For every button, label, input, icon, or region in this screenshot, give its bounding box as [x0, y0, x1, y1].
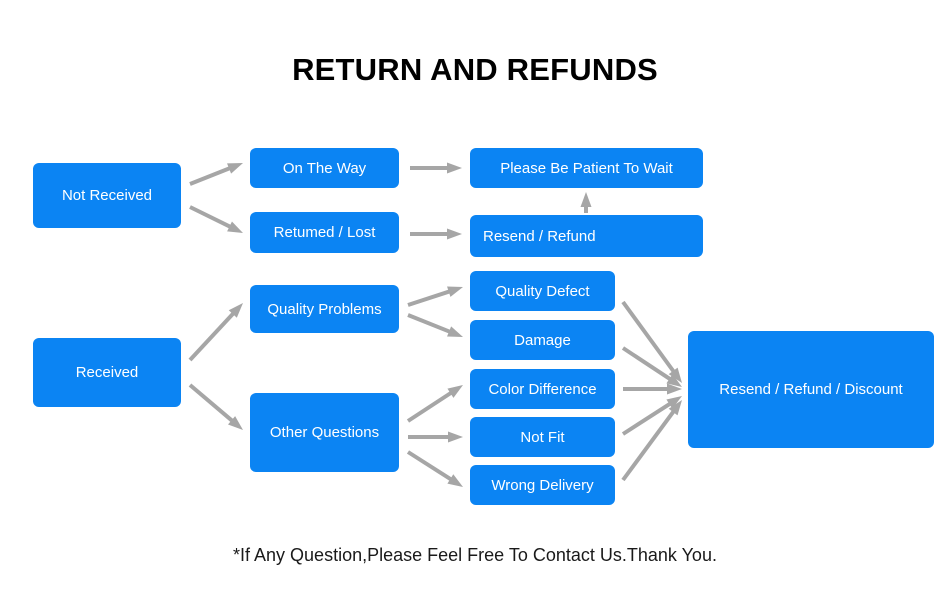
node-label: Resend / Refund / Discount — [719, 381, 903, 398]
connector-arrow — [406, 385, 463, 423]
connector-arrow — [406, 450, 463, 487]
connector-arrow — [621, 300, 682, 383]
connector-arrow — [407, 286, 463, 307]
connector-arrow — [188, 383, 243, 430]
node-quality-problems[interactable]: Quality Problems — [250, 285, 399, 333]
node-quality-defect[interactable]: Quality Defect — [470, 271, 615, 311]
node-other-questions[interactable]: Other Questions — [250, 393, 399, 472]
node-label: Not Fit — [520, 428, 565, 446]
node-damage[interactable]: Damage — [470, 320, 615, 360]
node-label: Not Received — [61, 187, 153, 204]
node-not-received[interactable]: Not Received — [33, 163, 181, 228]
node-label: Retumed / Lost — [273, 224, 376, 241]
node-label: Received — [75, 364, 139, 381]
node-wrong-delivery[interactable]: Wrong Delivery — [470, 465, 615, 505]
connector-arrow — [623, 383, 682, 395]
node-resend-refund-discount[interactable]: Resend / Refund / Discount — [688, 331, 934, 448]
node-returned-lost[interactable]: Retumed / Lost — [250, 212, 399, 253]
page-title: RETURN AND REFUNDS — [292, 52, 658, 87]
footer-note: *If Any Question,Please Feel Free To Con… — [233, 545, 717, 565]
node-label: Resend / Refund — [483, 227, 596, 245]
node-label: Please Be Patient To Wait — [500, 159, 673, 177]
node-label: Wrong Delivery — [491, 476, 594, 494]
node-label: Damage — [514, 331, 571, 349]
node-please-be-patient-to-wait[interactable]: Please Be Patient To Wait — [470, 148, 703, 188]
connector-arrow — [580, 192, 592, 213]
node-label: Quality Problems — [267, 300, 382, 318]
connector-arrow — [189, 205, 243, 233]
node-received[interactable]: Received — [33, 338, 181, 407]
node-label: Quality Defect — [495, 282, 590, 300]
connector-arrow — [621, 396, 682, 436]
connector-arrow — [408, 431, 463, 443]
node-label: On The Way — [282, 159, 367, 177]
node-label: Other Questions — [269, 424, 380, 441]
connector-arrow — [410, 228, 462, 240]
node-resend-refund[interactable]: Resend / Refund — [470, 215, 703, 257]
connector-arrow — [188, 303, 243, 362]
connector-arrow — [621, 346, 682, 387]
node-label: Color Difference — [488, 380, 597, 398]
connector-arrow — [410, 162, 462, 174]
connector-arrow — [189, 163, 243, 186]
node-not-fit[interactable]: Not Fit — [470, 417, 615, 457]
node-color-difference[interactable]: Color Difference — [470, 369, 615, 409]
connector-arrow — [407, 313, 463, 337]
node-on-the-way[interactable]: On The Way — [250, 148, 399, 188]
connector-arrow — [621, 400, 682, 482]
